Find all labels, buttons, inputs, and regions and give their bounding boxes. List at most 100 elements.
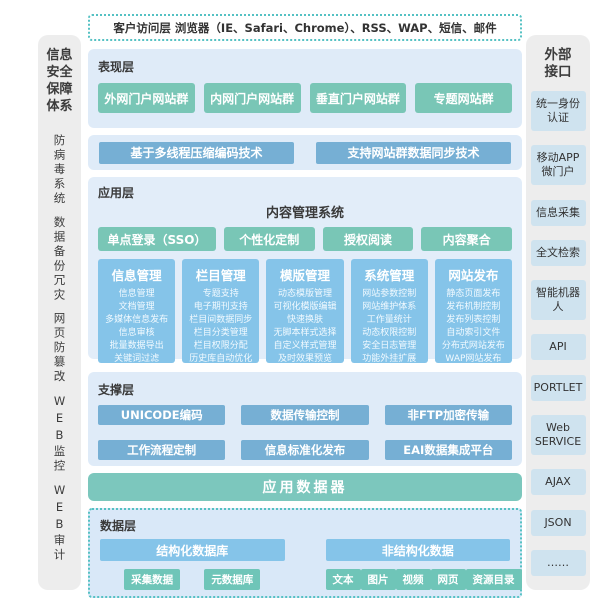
site-group-box-special: 专题网站群 [415,83,512,113]
app-data-bar: 应用数据器 [88,473,522,501]
security-item-backup: 数据备份冗灾 [52,215,67,303]
data-chip-metadata: 元数据库 [204,569,261,590]
module-item: 信息管理 [118,289,155,299]
module-card-template-mgmt: 模版管理 动态模版管理 可视化模版编辑 快速换肤 无脚本样式选择 自定义样式管理… [266,259,344,364]
feature-box-sso: 单点登录（SSO） [98,227,216,251]
module-item: 网站维护体系 [362,302,417,312]
module-title: 网站发布 [448,268,499,283]
security-item-web-monitor: WEB监控 [52,393,67,474]
support-box-eai: EAI数据集成平台 [384,440,512,460]
data-chip-text: 文本 [325,569,361,590]
client-access-bar: 客户访问层 浏览器（IE、Safari、Chrome）、RSS、WAP、短信、邮… [88,14,522,41]
module-item: 关键词过滤 [114,354,160,364]
feature-box-aggregation: 内容聚合 [421,227,513,251]
module-item: 动态模版管理 [278,289,333,299]
module-card-info-mgmt: 信息管理 信息管理 文档管理 多媒体信息发布 信息审核 批量数据导出 关键词过滤 [98,259,176,364]
module-card-column-mgmt: 栏目管理 专题支持 电子期刊支持 栏目间数据同步 栏目分类管理 栏目权限分配 历… [182,259,260,364]
module-item: WAP网站发布 [445,354,502,364]
interface-box-info-collection: 信息采集 [530,199,586,226]
structured-db-bar: 结构化数据库 [100,539,285,561]
external-interface-sidebar: 外部 接口 统一身份认证 移动APP微门户 信息采集 全文检索 智能机器人 AP… [526,35,590,590]
module-item: 发布机制控制 [446,302,501,312]
application-layer-label: 应用层 [98,186,135,200]
support-layer-panel: 支撑层 UNICODE编码 数据传输控制 非FTP加密传输 工作流程定制 信息标… [88,372,522,466]
data-chip-webpage: 网页 [430,569,466,590]
support-box-unicode: UNICODE编码 [98,405,226,425]
module-item: 分布式网站发布 [441,341,505,351]
unstructured-data-group: 非结构化数据 文本 图片 视频 网页 资源目录 [325,539,522,590]
application-layer-panel: 应用层 内容管理系统 单点登录（SSO） 个性化定制 授权阅读 内容聚合 信息管… [88,177,522,364]
interface-box-robot: 智能机器人 [530,280,586,321]
support-row-1: UNICODE编码 数据传输控制 非FTP加密传输 [98,405,512,425]
support-box-nonftp: 非FTP加密传输 [384,405,512,425]
interface-box-webservice: Web SERVICE [530,415,586,456]
security-sidebar: 信息 安全 保障 体系 防病毒系统 数据备份冗灾 网页防篡改 WEB监控 WEB… [38,35,81,590]
support-layer-label: 支撑层 [98,383,135,397]
support-box-workflow: 工作流程定制 [98,440,226,460]
security-title-line: 保障 [46,82,73,97]
module-item: 动态权限控制 [362,328,417,338]
security-item-web-audit: WEB审计 [52,483,67,564]
security-item-list: 防病毒系统 数据备份冗灾 网页防篡改 WEB监控 WEB审计 [38,115,81,590]
interface-box-list: 统一身份认证 移动APP微门户 信息采集 全文检索 智能机器人 API PORT… [530,91,586,576]
module-title: 信息管理 [111,268,162,283]
site-group-row: 外网门户网站群 内网门户网站群 垂直门户网站群 专题网站群 [98,83,512,113]
module-item: 多媒体信息发布 [105,315,169,325]
module-title: 系统管理 [364,268,415,283]
module-item: 专题支持 [202,289,239,299]
data-layer-panel: 数据层 结构化数据库 采集数据 元数据库 非结构化数据 文本 图片 视频 网页 [88,508,522,598]
site-group-box-vertical: 垂直门户网站群 [309,83,407,113]
security-item-antitamper: 网页防篡改 [52,311,67,385]
tech-bar: 基于多线程压缩编码技术 支持网站群数据同步技术 [88,135,522,170]
external-interface-title: 外部 接口 [545,47,572,81]
main-diagram-column: 客户访问层 浏览器（IE、Safari、Chrome）、RSS、WAP、短信、邮… [88,0,522,607]
feature-box-authorized-reading: 授权阅读 [322,227,414,251]
module-item: 无脚本样式选择 [273,328,337,338]
module-item: 栏目间数据同步 [189,315,253,325]
module-item: 信息审核 [118,328,155,338]
data-layer-label: 数据层 [100,519,137,533]
feature-row: 单点登录（SSO） 个性化定制 授权阅读 内容聚合 [98,227,513,251]
module-item: 工作量统计 [366,315,412,325]
module-item: 栏目分类管理 [193,328,248,338]
feature-box-personalization: 个性化定制 [223,227,315,251]
tech-box-sync: 支持网站群数据同步技术 [315,141,512,164]
tech-box-compression: 基于多线程压缩编码技术 [98,141,295,164]
interface-box-unified-identity: 统一身份认证 [530,91,586,131]
security-item-antivirus: 防病毒系统 [52,133,67,207]
interface-box-portlet: PORTLET [530,374,586,401]
module-card-system-mgmt: 系统管理 网站参数控制 网站维护体系 工作量统计 动态权限控制 安全日志管理 功… [350,259,428,364]
module-card-site-publish: 网站发布 静态页面发布 发布机制控制 发布列表控制 自动索引文件 分布式网站发布… [434,259,513,364]
module-item: 网站参数控制 [362,289,417,299]
module-item: 栏目权限分配 [193,341,248,351]
module-title: 栏目管理 [195,268,246,283]
module-item: 发布列表控制 [446,315,501,325]
support-row-2: 工作流程定制 信息标准化发布 EAI数据集成平台 [98,440,512,460]
module-item: 安全日志管理 [362,341,417,351]
unstructured-chip-row: 文本 图片 视频 网页 资源目录 [325,569,522,590]
interface-box-json: JSON [530,509,586,536]
module-item: 批量数据导出 [109,341,164,351]
interface-box-ajax: AJAX [530,469,586,496]
data-chip-image: 图片 [360,569,396,590]
external-title-line: 接口 [544,64,572,80]
structured-data-group: 结构化数据库 采集数据 元数据库 [100,539,285,590]
module-item: 自动索引文件 [446,328,501,338]
interface-box-api: API [530,334,586,361]
security-sidebar-title: 信息 安全 保障 体系 [46,47,72,115]
external-title-line: 外部 [544,47,572,63]
module-item: 快速换肤 [287,315,324,325]
unstructured-data-bar: 非结构化数据 [325,539,510,561]
data-chip-video: 视频 [395,569,431,590]
module-item: 电子期刊支持 [193,302,248,312]
module-item: 功能外挂扩展 [362,354,417,364]
site-group-box-extranet: 外网门户网站群 [98,83,195,113]
module-item: 及时效果预览 [278,354,333,364]
security-title-line: 安全 [46,65,73,80]
security-title-line: 体系 [46,99,73,114]
module-item: 自定义样式管理 [273,341,337,351]
support-box-transfer-control: 数据传输控制 [241,405,369,425]
presentation-layer-label: 表现层 [98,60,135,74]
security-title-line: 信息 [46,48,73,63]
